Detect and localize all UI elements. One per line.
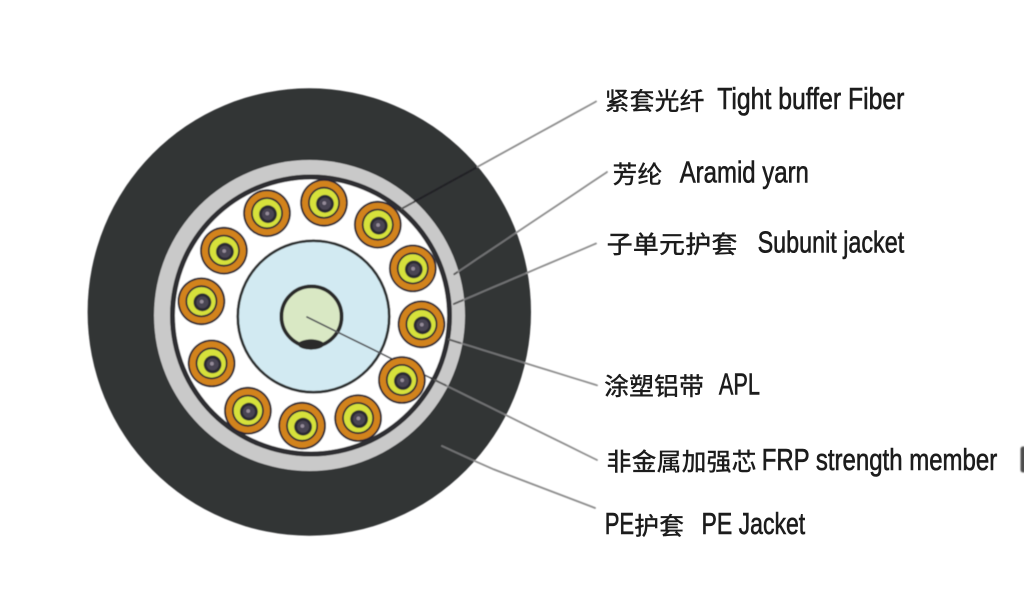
svg-text:PE Jacket: PE Jacket [702, 507, 806, 541]
svg-text:Tight buffer Fiber: Tight buffer Fiber [717, 82, 904, 116]
svg-text:PE: PE [605, 507, 634, 541]
svg-text:FRP strength member: FRP strength member [762, 443, 998, 477]
svg-text:Aramid yarn: Aramid yarn [680, 156, 809, 190]
svg-text:Subunit jacket: Subunit jacket [758, 226, 905, 260]
svg-text:APL: APL [719, 367, 760, 401]
